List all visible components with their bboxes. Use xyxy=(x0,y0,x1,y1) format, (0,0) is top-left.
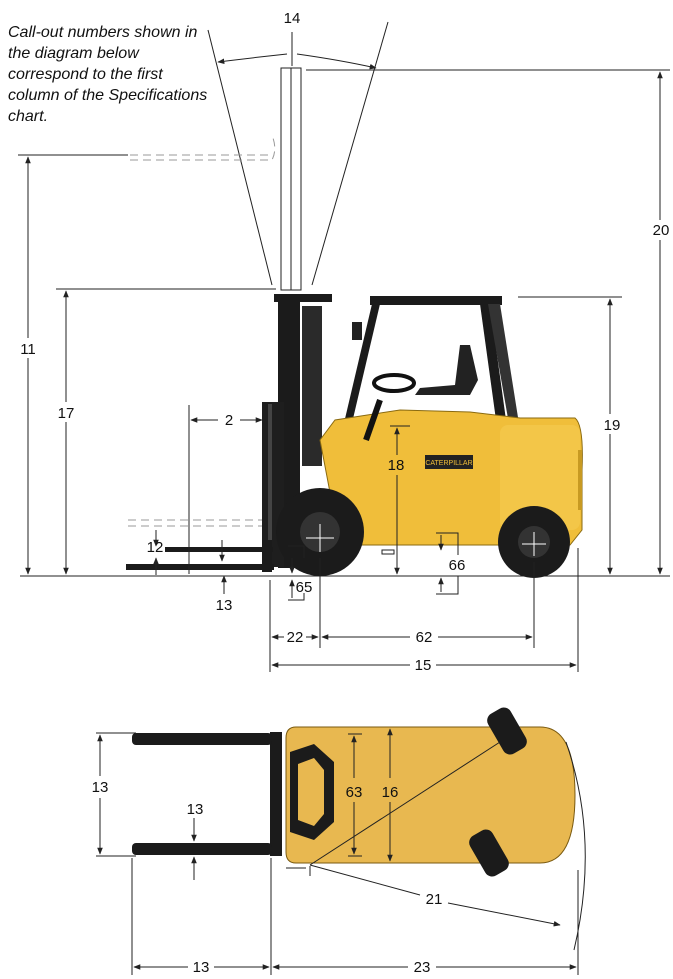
callout-63: 63 xyxy=(346,784,363,801)
callout-23: 23 xyxy=(414,959,431,976)
callout-65: 65 xyxy=(296,579,313,596)
top-view: 13 13 63 16 21 13 23 xyxy=(92,707,586,976)
dim66-top-ext xyxy=(436,532,459,555)
forks xyxy=(126,540,274,572)
side-view: CATERPILLAR xyxy=(18,10,670,674)
callout-15: 15 xyxy=(415,657,432,674)
top-fork-upper xyxy=(132,733,272,745)
tilt-line-left xyxy=(207,29,273,286)
tilt-arrow-right xyxy=(296,53,377,70)
dim66-bottom-ext xyxy=(436,576,459,595)
top-rear-wheel-upper xyxy=(487,707,527,755)
tilt-arrow-left xyxy=(217,53,288,64)
callout-62: 62 xyxy=(416,629,433,646)
tilt-line-right xyxy=(311,21,389,286)
top-rear-wheel-lower xyxy=(469,829,509,877)
callout-22: 22 xyxy=(287,629,304,646)
callout-11: 11 xyxy=(20,341,36,358)
overhead-guard xyxy=(340,296,520,440)
turning-radius-arc xyxy=(565,741,586,951)
callout-66: 66 xyxy=(449,557,466,574)
top-fork-lower xyxy=(132,843,272,855)
callout-21: 21 xyxy=(426,891,443,908)
callout-12: 12 xyxy=(147,539,164,556)
top-carriage xyxy=(270,732,282,856)
callout-16: 16 xyxy=(382,784,399,801)
callout-13-fork-width: 13 xyxy=(187,801,204,818)
callout-13-fork-length: 13 xyxy=(193,959,210,976)
dim65-bottom-ext xyxy=(288,593,305,601)
callout-13-fork-spread: 13 xyxy=(92,779,109,796)
dim21-line-left xyxy=(309,864,421,896)
callout-20: 20 xyxy=(653,222,670,239)
dim65-top-ext xyxy=(288,545,305,558)
callout-2: 2 xyxy=(225,412,233,429)
callout-17: 17 xyxy=(58,405,75,422)
callout-19: 19 xyxy=(604,417,621,434)
front-wheel xyxy=(276,488,364,576)
mast xyxy=(262,294,332,568)
radius-line-upper xyxy=(309,741,501,866)
callout-14: 14 xyxy=(284,10,301,27)
diagram-caption: Call-out numbers shown in the diagram be… xyxy=(8,24,208,125)
raised-fork-dashed xyxy=(128,137,276,527)
brand-text: CATERPILLAR xyxy=(425,460,472,467)
rear-wheel xyxy=(498,506,570,578)
callout-18: 18 xyxy=(388,457,405,474)
dim21-arrow xyxy=(447,902,561,927)
raised-mast-outline xyxy=(280,67,302,291)
callout-13: 13 xyxy=(216,597,233,614)
